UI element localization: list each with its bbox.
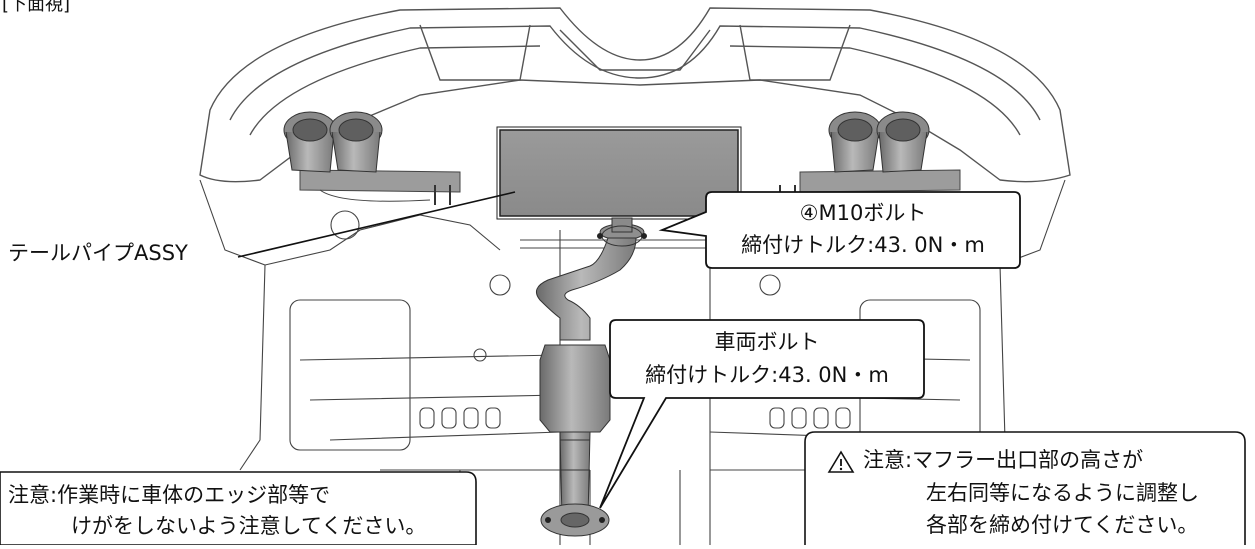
vehicle-bolt-torque: 締付けトルク:43. 0N・m bbox=[645, 363, 889, 387]
right-note-line3: 各部を締め付けてください。 bbox=[926, 513, 1199, 537]
m10-bolt-callout bbox=[658, 191, 1021, 269]
right-note-line1: 注意:マフラー出口部の高さが bbox=[863, 448, 1144, 472]
vehicle-bolt-line1: 車両ボルト bbox=[714, 330, 820, 354]
vehicle-bolt-callout bbox=[599, 319, 925, 509]
left-note-line1: 注意:作業時に車体のエッジ部等で bbox=[8, 483, 331, 507]
warning-icon bbox=[827, 450, 855, 473]
tail-pipe-assy bbox=[283, 111, 961, 220]
view-label: [下面視] bbox=[2, 0, 71, 15]
m10-bolt-torque: 締付けトルク:43. 0N・m bbox=[741, 233, 985, 257]
rear-bumper bbox=[199, 7, 1071, 183]
front-pipe-catalyst bbox=[535, 217, 647, 537]
tail-pipe-label: テールパイプASSY bbox=[8, 241, 188, 265]
left-note-line2: けがをしないよう注意してください。 bbox=[71, 514, 427, 538]
m10-bolt-line1: ④M10ボルト bbox=[799, 201, 927, 225]
right-note-line2: 左右同等になるように調整し bbox=[926, 481, 1199, 505]
note-boxes bbox=[0, 431, 1246, 546]
leader-lines bbox=[237, 191, 516, 258]
